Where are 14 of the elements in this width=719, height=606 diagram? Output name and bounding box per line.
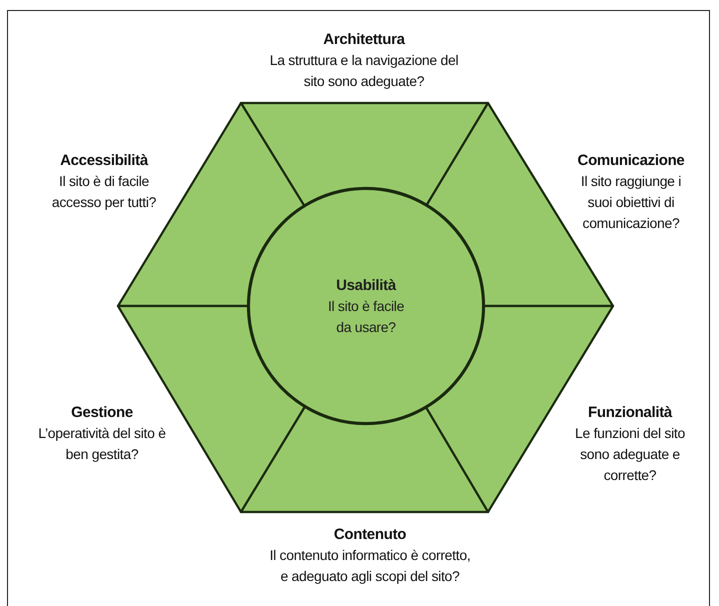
segment-heading: Architettura — [323, 30, 405, 50]
segment-heading: Funzionalità — [588, 403, 672, 423]
segment-description: L’operatività del sito è ben gestita? — [37, 424, 167, 464]
segment-heading: Accessibilità — [60, 151, 148, 171]
segment-heading: Comunicazione — [578, 151, 684, 171]
segment-description: La struttura e la navigazione del sito sono adeguate? — [268, 51, 460, 91]
segment-description: Il sito raggiunge i suoi obiettivi di comunicazione? — [580, 172, 682, 233]
segment-description: Il sito è di facile accesso per tutti? — [50, 172, 158, 212]
circle-heading: Usabilità — [336, 276, 396, 296]
segment-description: Le funzioni del sito sono adeguate e corrette? — [574, 424, 686, 485]
segment-heading: Gestione — [71, 403, 133, 423]
segment-heading: Contenuto — [334, 525, 406, 545]
circle-description: Il sito è facile da usare? — [326, 296, 406, 336]
segment-description: Il contenuto informatico è corretto, e adeguato agli scopi del sito? — [268, 546, 472, 586]
